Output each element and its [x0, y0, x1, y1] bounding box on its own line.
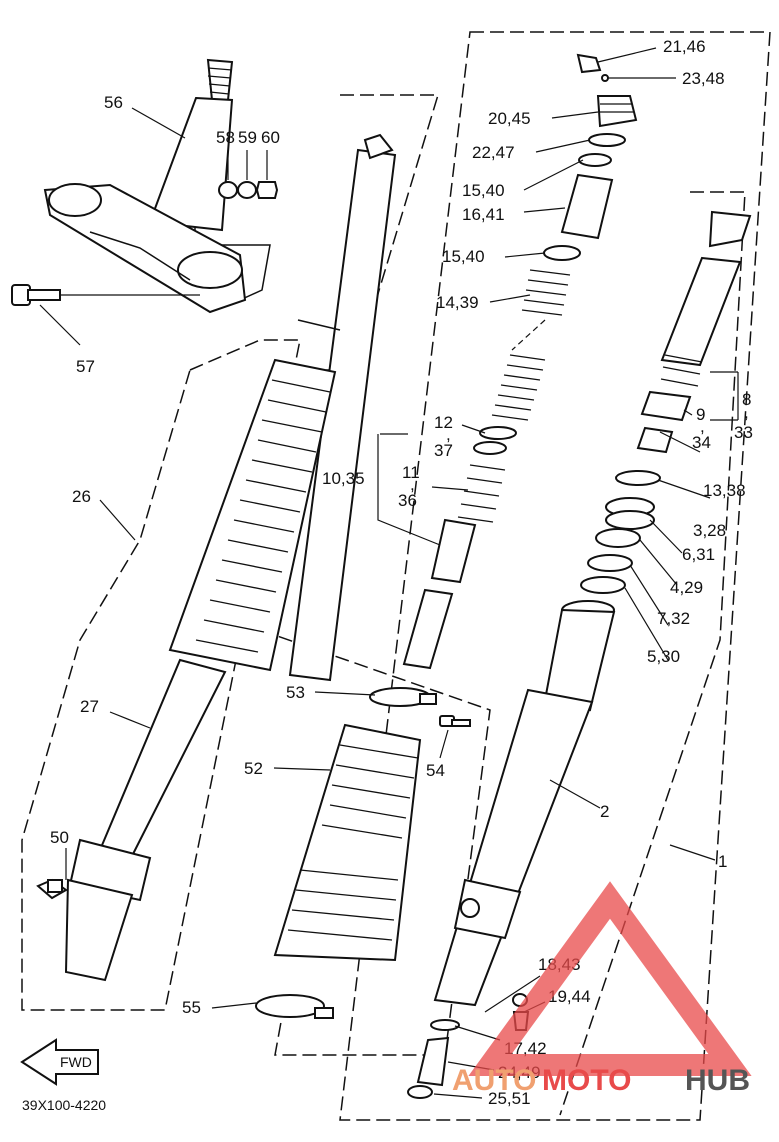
- callout-23-48: 23,48: [682, 69, 725, 88]
- boot-clamp-lower: [255, 994, 334, 1019]
- group-outline-left: [21, 339, 301, 1011]
- watermark-text-moto: MOTO: [542, 1064, 631, 1097]
- callout-21-46: 21,46: [663, 37, 706, 56]
- fwd-label: FWD: [60, 1054, 92, 1070]
- dust-seal: [615, 470, 661, 486]
- inner-tube-left: [288, 133, 397, 682]
- watermark-logo: AUTO MOTO HUB: [452, 881, 752, 1097]
- fwd-arrow: FWD: [20, 1038, 99, 1086]
- spacer-washer: [578, 153, 612, 167]
- inner-tube-right: [660, 210, 752, 387]
- callout-11-comma: ,: [410, 475, 415, 494]
- spacer-tube: [560, 173, 614, 240]
- callout-37: 37: [434, 441, 453, 460]
- callout-20-45: 20,45: [488, 109, 531, 128]
- callout-15-40-upper: 15,40: [462, 181, 505, 200]
- diagram-code: 39X100-4220: [22, 1097, 106, 1113]
- watermark-text-hub: HUB: [685, 1064, 750, 1097]
- outer-tube-right: [433, 600, 616, 1007]
- watermark-text-auto: AUTO: [452, 1064, 536, 1097]
- watermark-triangle-icon: [468, 881, 752, 1076]
- callout-1: 1: [718, 852, 727, 871]
- callout-36: 36: [398, 491, 417, 510]
- group-outline-inner-right: [559, 191, 746, 1116]
- seal-ring: [580, 576, 626, 594]
- callout-3-28: 3,28: [693, 521, 726, 540]
- callout-52: 52: [244, 759, 263, 778]
- callout-55: 55: [182, 998, 201, 1017]
- clamp-screw: [439, 715, 471, 727]
- callout-5-30: 5,30: [647, 647, 680, 666]
- callout-19-44: 19,44: [548, 987, 591, 1006]
- callout-53: 53: [286, 683, 305, 702]
- damper-bolt-part: [407, 1019, 460, 1099]
- callout-54: 54: [426, 761, 445, 780]
- callout-16-41: 16,41: [462, 205, 505, 224]
- group-outline-right: [339, 31, 771, 1121]
- oil-lock-piece: [402, 588, 454, 670]
- callout-13-38: 13,38: [703, 481, 746, 500]
- callout-14-39: 14,39: [436, 293, 479, 312]
- callout-60: 60: [261, 128, 280, 147]
- outer-tube-left: [64, 658, 227, 982]
- callout-33: 33: [734, 423, 753, 442]
- callout-56: 56: [104, 93, 123, 112]
- slide-bushing: [640, 390, 692, 422]
- callout-26: 26: [72, 487, 91, 506]
- spring-seat: [543, 245, 581, 261]
- callout-9: 9: [696, 405, 705, 424]
- callout-27: 27: [80, 697, 99, 716]
- nut-washer-set: [218, 181, 279, 199]
- callout-10-35: 10,35: [322, 469, 365, 488]
- callout-2: 2: [600, 802, 609, 821]
- callout-4-29: 4,29: [670, 578, 703, 597]
- callout-8: 8: [742, 390, 751, 409]
- callout-59: 59: [238, 128, 257, 147]
- callout-12: 12: [434, 413, 453, 432]
- slide-metal: [636, 426, 674, 454]
- pinch-bolt-part: [11, 284, 200, 306]
- leader-lines: [39, 47, 739, 1099]
- callout-50: 50: [50, 828, 69, 847]
- boot-clamp-upper: [369, 687, 437, 707]
- fork-spring: [491, 269, 571, 421]
- callout-12-comma: ,: [446, 425, 451, 444]
- callout-15-40-lower: 15,40: [442, 247, 485, 266]
- callout-58: 58: [216, 128, 235, 147]
- steering-stem-part: [43, 58, 247, 314]
- stopper-ring: [605, 497, 655, 530]
- callout-6-31: 6,31: [682, 545, 715, 564]
- group-outline-bracket: [194, 195, 271, 301]
- fork-boot-left: [168, 358, 337, 672]
- oil-seal: [595, 528, 641, 548]
- callout-11: 11: [402, 463, 420, 482]
- drain-bolt-left: [36, 878, 68, 900]
- callout-9-comma: ,: [700, 417, 705, 436]
- callout-22-47: 22,47: [472, 143, 515, 162]
- cap-bolt-part: [576, 53, 638, 128]
- callout-8-comma: ,: [744, 403, 749, 422]
- damper-rod: [430, 426, 517, 584]
- callout-57: 57: [76, 357, 95, 376]
- callout-25-51: 25,51: [488, 1089, 531, 1108]
- callout-34: 34: [692, 433, 711, 452]
- o-ring: [588, 133, 626, 147]
- fork-boot-center: [273, 723, 422, 962]
- washer-right: [587, 554, 633, 572]
- callout-7-32: 7,32: [657, 609, 690, 628]
